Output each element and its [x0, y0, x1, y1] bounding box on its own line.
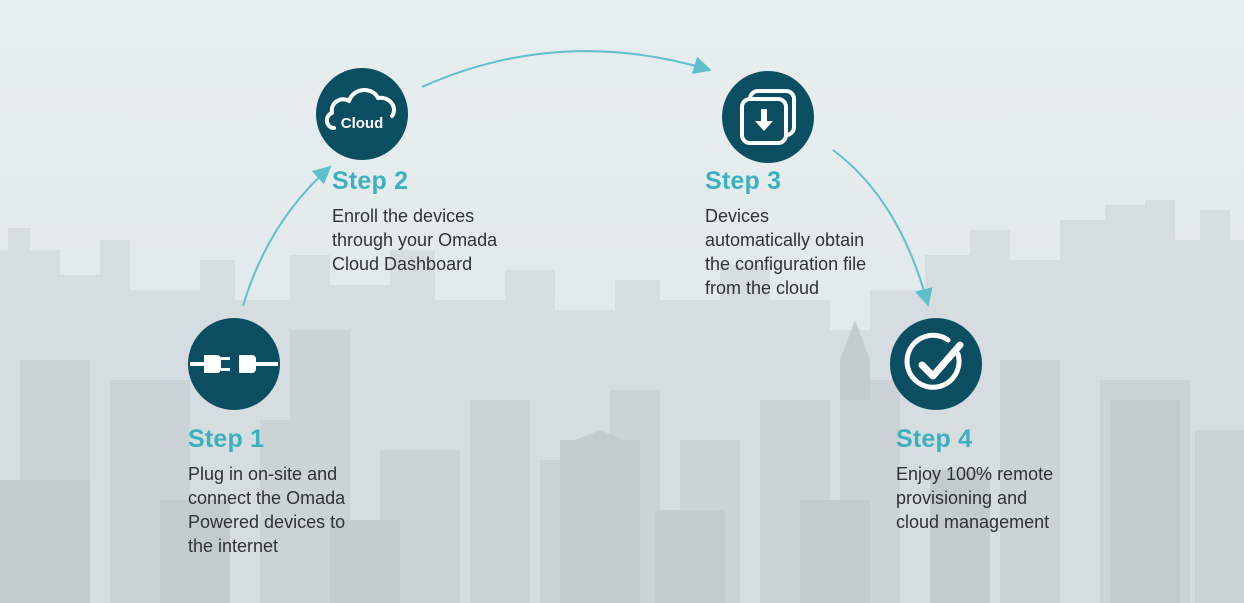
step4-description: Enjoy 100% remote provisioning and cloud…	[896, 464, 1054, 532]
step2-description: Enroll the devices through your Omada Cl…	[332, 206, 498, 274]
step1-description: Plug in on-site and connect the Omada Po…	[188, 464, 346, 556]
step4-title: Step 4	[896, 425, 973, 453]
step3-title: Step 3	[705, 167, 782, 195]
step3-description: Devices automatically obtain the configu…	[705, 206, 867, 298]
step2-badge: Cloud	[316, 68, 408, 160]
step1-badge	[188, 318, 280, 410]
download-config-icon	[740, 89, 796, 145]
step4-badge	[890, 318, 982, 410]
step1-title: Step 1	[188, 425, 265, 453]
checkmark-icon	[904, 332, 964, 390]
cloud-icon-label: Cloud	[340, 115, 384, 132]
cloud-icon	[325, 88, 397, 130]
step2-title: Step 2	[332, 167, 409, 195]
step3-badge	[722, 71, 814, 163]
plug-icon	[190, 355, 278, 373]
